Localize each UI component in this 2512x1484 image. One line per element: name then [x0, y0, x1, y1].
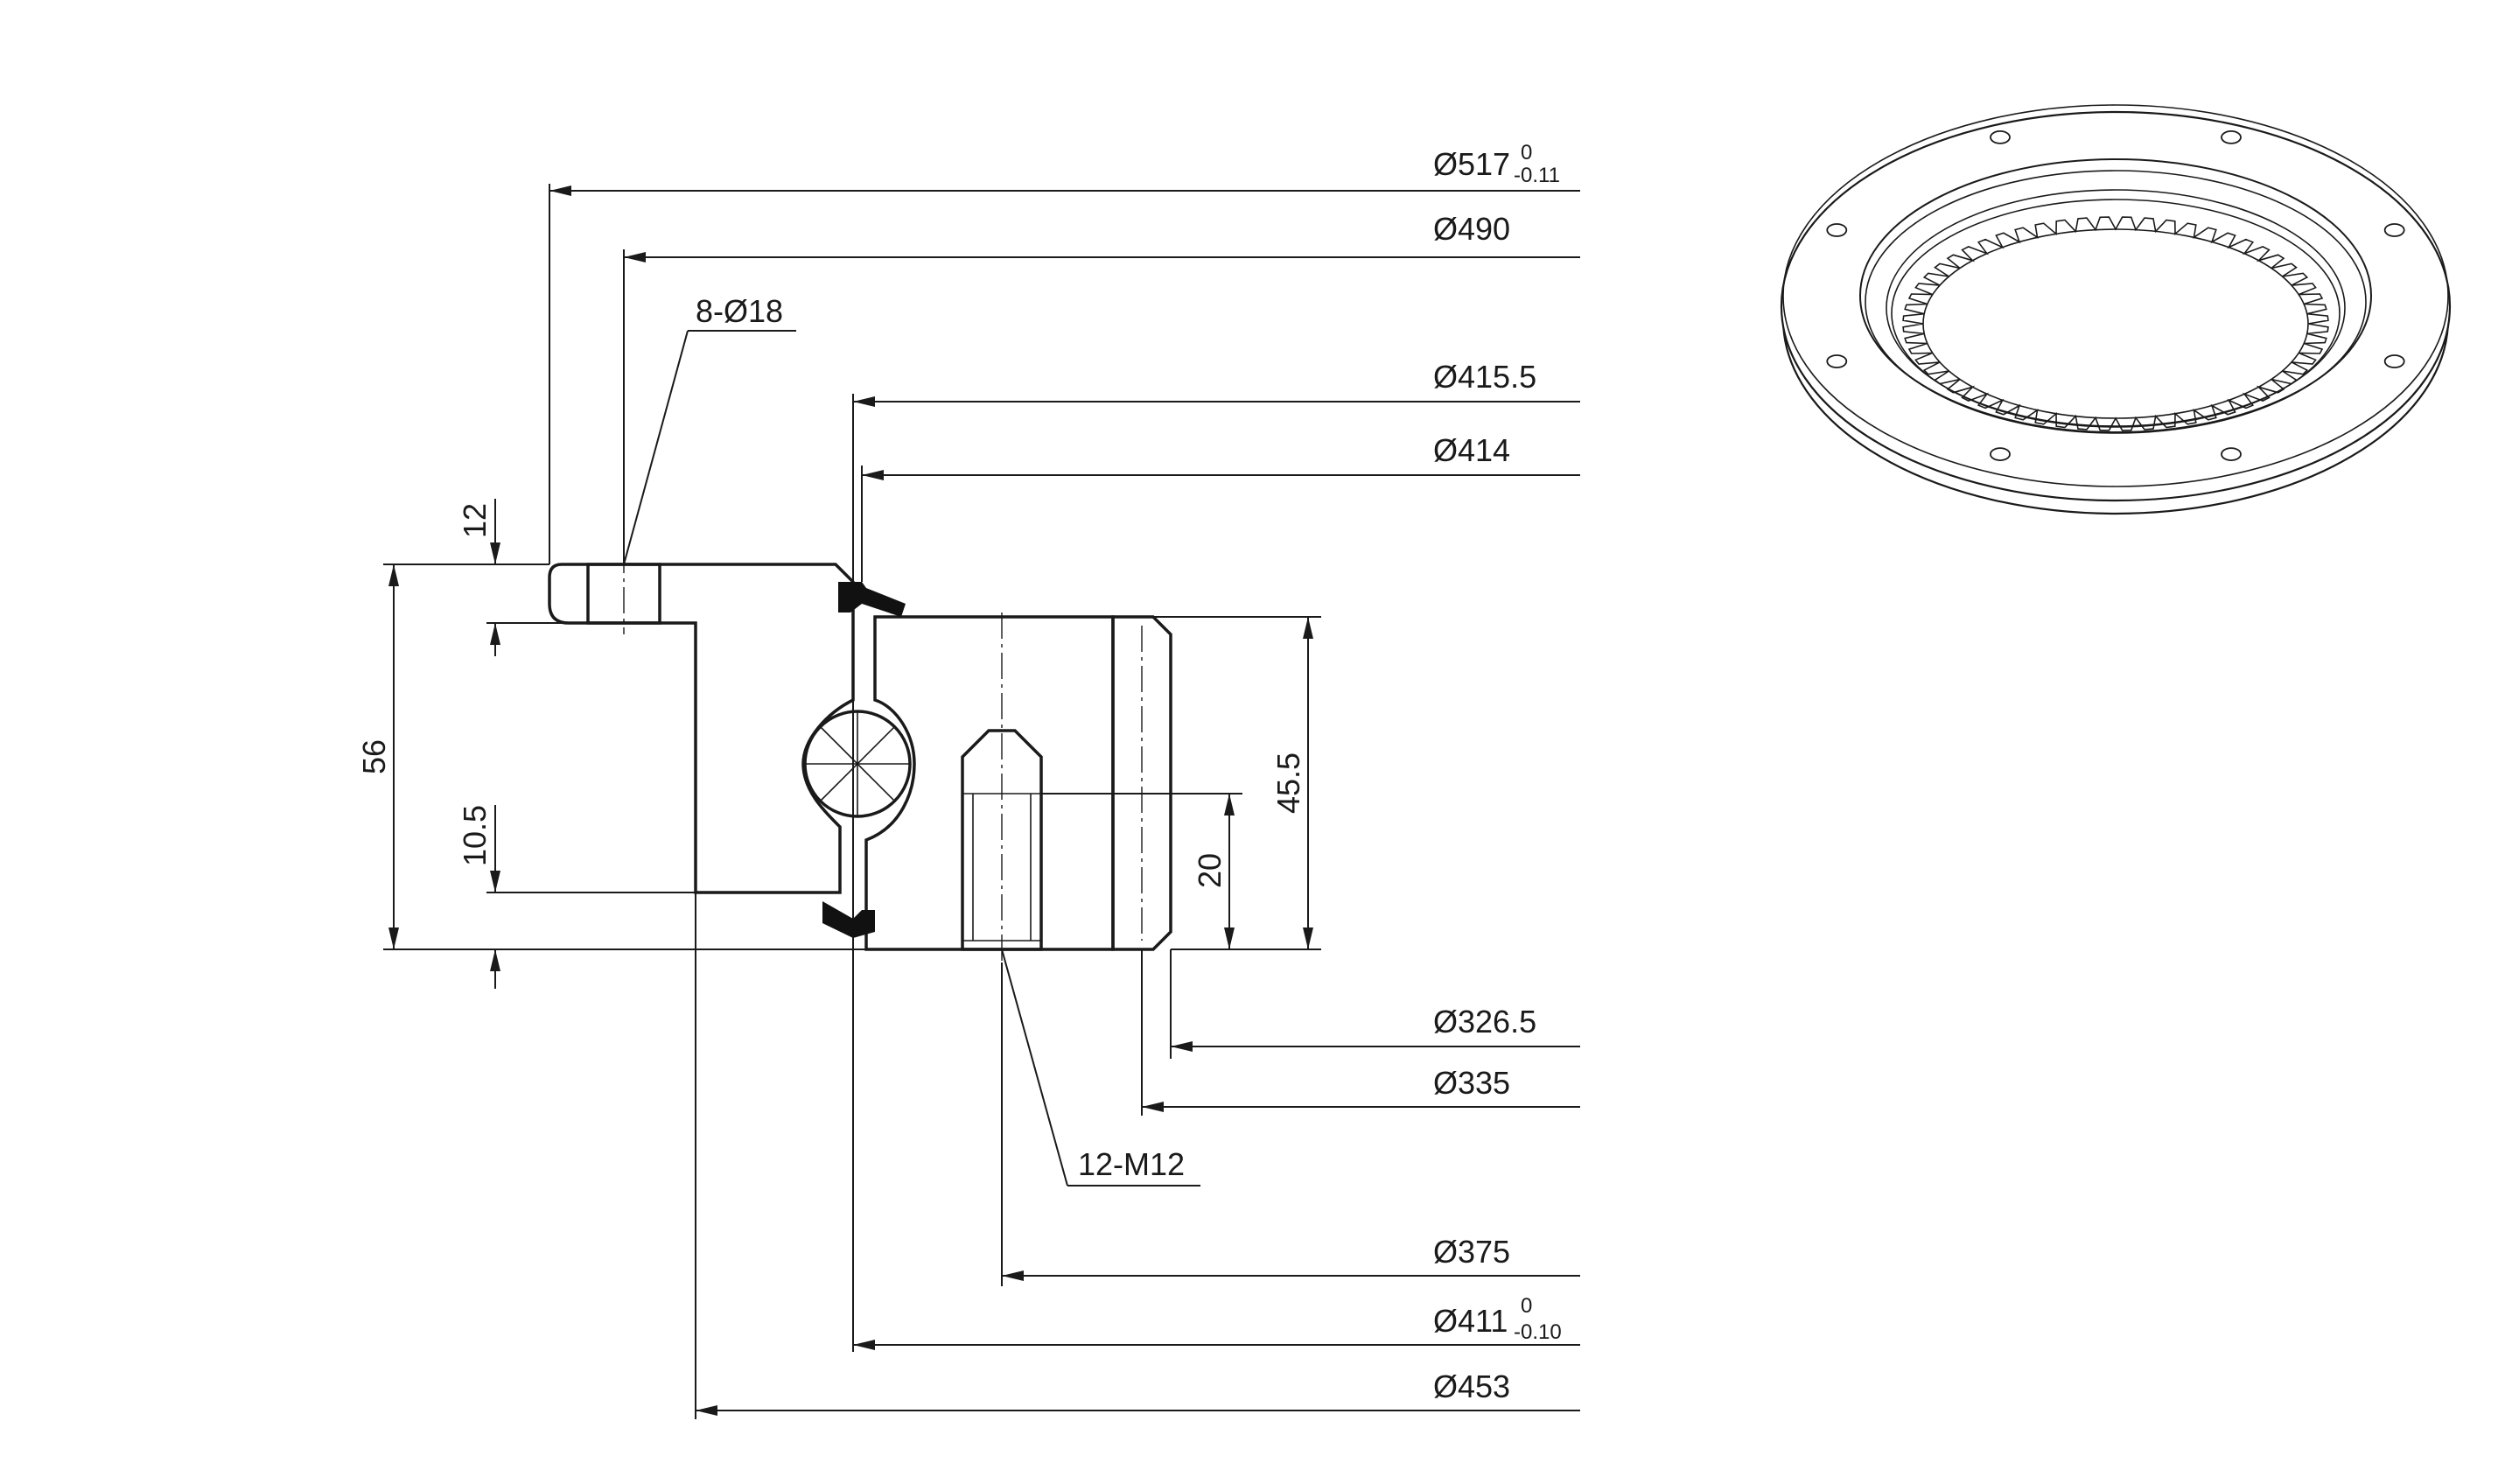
- dim-tol-lower-d517: -0.11: [1514, 164, 1560, 187]
- dimension-d411: Ø411 0 -0.10: [852, 954, 1580, 1352]
- dimension-20: 20: [1041, 793, 1242, 949]
- top-seal: [838, 582, 906, 617]
- iso-bolt-hole: [2383, 223, 2405, 237]
- dimension-12: 12: [457, 499, 569, 656]
- isometric-view: [1780, 104, 2452, 515]
- dimension-10-5: 10.5: [457, 805, 696, 989]
- dimension-d414: Ø414: [861, 432, 1580, 582]
- outer-ring: [548, 563, 855, 894]
- dimension-d517: Ø517 0 -0.11: [549, 141, 1580, 564]
- iso-bolt-hole: [2221, 130, 2242, 144]
- dim-label-10-5: 10.5: [457, 805, 493, 866]
- dim-tol-upper-d411: 0: [1521, 1294, 1532, 1318]
- dim-label-d411: Ø411: [1433, 1303, 1508, 1339]
- dim-label-45-5: 45.5: [1270, 752, 1306, 814]
- dimension-d335: Ø335: [1141, 949, 1580, 1116]
- dim-label-thread: 12-M12: [1078, 1146, 1185, 1182]
- dimension-d375: Ø375: [1001, 962, 1580, 1286]
- dimension-d453: Ø453: [695, 892, 1580, 1419]
- dim-label-d490: Ø490: [1433, 211, 1510, 247]
- iso-bolt-holes: [1826, 130, 2405, 461]
- dim-label-56: 56: [356, 739, 392, 774]
- dim-label-d326-5: Ø326.5: [1433, 1004, 1536, 1040]
- dim-label-d335: Ø335: [1433, 1065, 1510, 1101]
- iso-bolt-hole: [2221, 447, 2242, 461]
- dimension-thread: 12-M12: [1001, 948, 1200, 1186]
- bottom-seal: [822, 901, 875, 938]
- dimension-d326-5: Ø326.5: [1170, 949, 1580, 1059]
- iso-bolt-hole: [2383, 354, 2405, 368]
- iso-bolt-hole: [1826, 354, 1848, 368]
- cross-section: [548, 394, 1172, 962]
- inner-ring: [864, 615, 1115, 951]
- iso-bolt-hole: [1826, 223, 1848, 237]
- dimension-holes: 8-Ø18: [623, 293, 796, 565]
- dim-tol-lower-d411: -0.10: [1514, 1320, 1562, 1344]
- dim-label-holes: 8-Ø18: [696, 293, 783, 329]
- dimension-56: 56: [356, 564, 866, 950]
- dim-tol-upper-d517: 0: [1521, 141, 1532, 164]
- dim-label-12: 12: [457, 503, 493, 538]
- iso-bolt-hole: [1990, 447, 2011, 461]
- dim-label-d453: Ø453: [1433, 1368, 1510, 1404]
- dim-label-d414: Ø414: [1433, 432, 1510, 468]
- dimension-d415-5: Ø415.5: [853, 359, 1580, 407]
- dimension-45-5: 45.5: [1153, 616, 1321, 950]
- dim-label-d517: Ø517: [1433, 146, 1510, 182]
- dim-label-d415-5: Ø415.5: [1433, 359, 1536, 395]
- dim-label-d375: Ø375: [1433, 1234, 1510, 1270]
- iso-bolt-hole: [1990, 130, 2011, 144]
- dim-label-20: 20: [1192, 853, 1228, 888]
- dimension-d490: Ø490: [623, 211, 1580, 564]
- threaded-hole: [961, 729, 1043, 951]
